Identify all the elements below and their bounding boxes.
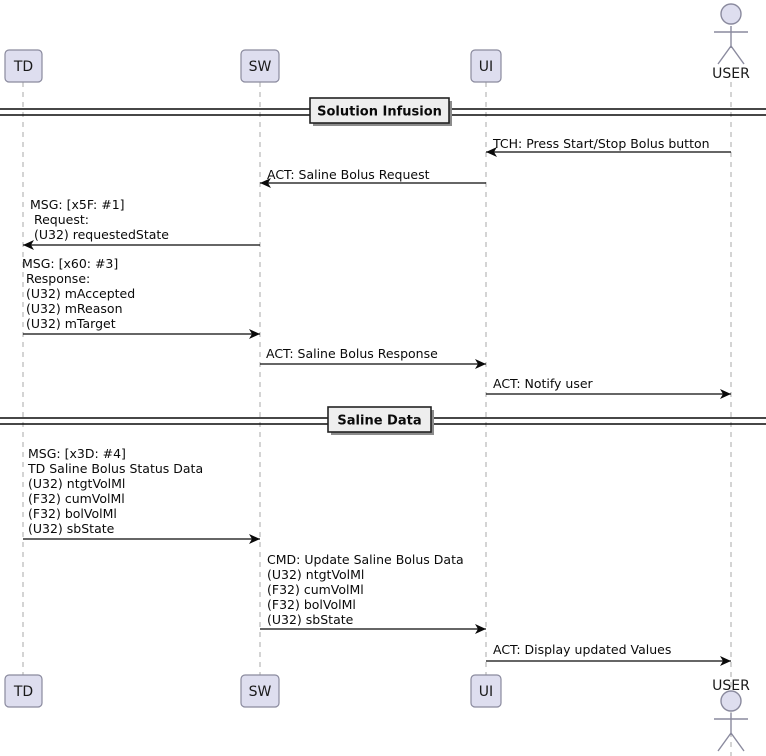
participant-label: UI	[479, 684, 493, 700]
participant-top-td[interactable]: TD	[4, 49, 43, 83]
message-label: ACT: Saline Bolus Response	[266, 346, 438, 361]
message-label-line: (U32) ntgtVolMl	[267, 567, 364, 582]
participant-box[interactable]	[470, 49, 502, 83]
message-arrowhead-icon	[720, 389, 731, 399]
actor-leg-right-icon	[730, 45, 745, 65]
message-label: CMD: Update Saline Bolus Data(U32) ntgtV…	[267, 552, 464, 627]
message-label-line: TCH: Press Start/Stop Bolus button	[492, 136, 710, 151]
message-label-line: CMD: Update Saline Bolus Data	[267, 552, 464, 567]
actor-leg-right-icon	[730, 732, 745, 752]
message-label-line: (U32) sbState	[28, 521, 115, 536]
message-msg-act-notify-user[interactable]: ACT: Notify user	[486, 376, 731, 399]
message-label-line: Request:	[30, 212, 89, 227]
message-msg-tch-press-start-stop[interactable]: TCH: Press Start/Stop Bolus button	[486, 136, 731, 157]
message-msg-act-saline-bolus-response[interactable]: ACT: Saline Bolus Response	[260, 346, 486, 369]
message-label-line: ACT: Saline Bolus Request	[267, 167, 430, 182]
participant-label: SW	[249, 59, 272, 75]
participant-top-user[interactable]: USER	[712, 3, 750, 82]
participant-label: USER	[712, 678, 750, 694]
message-label-line: (F32) bolVolMl	[28, 506, 117, 521]
message-label: ACT: Notify user	[493, 376, 594, 391]
divider-solution-infusion: Solution Infusion	[0, 97, 766, 126]
divider-saline-data: Saline Data	[0, 406, 766, 435]
message-label-line: (U32) mTarget	[22, 316, 116, 331]
message-msg-x5f-request[interactable]: MSG: [x5F: #1] Request: (U32) requestedS…	[23, 197, 260, 250]
message-arrowhead-icon	[486, 147, 497, 157]
message-arrowhead-icon	[475, 624, 486, 634]
divider-box	[309, 97, 450, 124]
message-arrowhead-icon	[475, 359, 486, 369]
message-label-line: (F32) bolVolMl	[267, 597, 356, 612]
participant-label: TD	[13, 684, 33, 700]
actor-head-icon	[720, 3, 742, 25]
participant-label: TD	[13, 59, 33, 75]
message-msg-act-saline-bolus-request[interactable]: ACT: Saline Bolus Request	[260, 167, 486, 188]
message-arrowhead-icon	[720, 656, 731, 666]
message-label-line: ACT: Display updated Values	[493, 642, 671, 657]
participant-box[interactable]	[240, 674, 280, 708]
participant-bottom-ui[interactable]: UI	[470, 674, 502, 708]
divider-box	[327, 406, 432, 433]
participant-bottom-user[interactable]: USER	[712, 678, 750, 752]
message-label-line: MSG: [x3D: #4]	[28, 446, 126, 461]
message-label-line: (U32) mAccepted	[22, 286, 135, 301]
participant-label: SW	[249, 684, 272, 700]
participant-box[interactable]	[4, 49, 43, 83]
message-label: MSG: [x60: #3] Response: (U32) mAccepted…	[22, 256, 135, 331]
message-label-line: (U32) ntgtVolMl	[28, 476, 125, 491]
message-arrowhead-icon	[23, 240, 34, 250]
participant-bottom-sw[interactable]: SW	[240, 674, 280, 708]
message-label-line: (U32) sbState	[267, 612, 354, 627]
divider-label: Solution Infusion	[317, 105, 442, 120]
participant-bottom-td[interactable]: TD	[4, 674, 43, 708]
message-label-line: (U32) requestedState	[30, 227, 169, 242]
message-arrowhead-icon	[260, 178, 271, 188]
message-label-line: (F32) cumVolMl	[267, 582, 364, 597]
message-msg-x60-response[interactable]: MSG: [x60: #3] Response: (U32) mAccepted…	[22, 256, 260, 339]
message-label-line: Response:	[22, 271, 90, 286]
participant-box[interactable]	[470, 674, 502, 708]
message-msg-act-display-updated-values[interactable]: ACT: Display updated Values	[486, 642, 731, 666]
message-label-line: ACT: Saline Bolus Response	[266, 346, 438, 361]
participant-label: USER	[712, 66, 750, 82]
message-label: TCH: Press Start/Stop Bolus button	[492, 136, 710, 151]
participant-top-ui[interactable]: UI	[470, 49, 502, 83]
message-msg-x3d-td-saline-bolus-status-data[interactable]: MSG: [x3D: #4]TD Saline Bolus Status Dat…	[23, 446, 260, 544]
participants-header-layer: TD SW UI USER	[4, 3, 750, 83]
message-arrowhead-icon	[249, 534, 260, 544]
message-label-line: MSG: [x60: #3]	[22, 256, 118, 271]
divider-label: Saline Data	[337, 414, 421, 429]
message-arrowhead-icon	[249, 329, 260, 339]
actor-leg-left-icon	[717, 45, 732, 65]
message-msg-cmd-update-saline-bolus-data[interactable]: CMD: Update Saline Bolus Data(U32) ntgtV…	[260, 552, 486, 634]
message-label: ACT: Display updated Values	[493, 642, 671, 657]
participant-label: UI	[479, 59, 493, 75]
message-label-line: (U32) mReason	[22, 301, 123, 316]
message-label-line: MSG: [x5F: #1]	[30, 197, 125, 212]
participant-box[interactable]	[4, 674, 43, 708]
message-label-line: ACT: Notify user	[493, 376, 594, 391]
actor-leg-left-icon	[717, 732, 732, 752]
message-label: MSG: [x5F: #1] Request: (U32) requestedS…	[30, 197, 169, 242]
lifelines-layer	[22, 82, 732, 756]
message-label-line: TD Saline Bolus Status Data	[27, 461, 203, 476]
participant-box[interactable]	[240, 49, 280, 83]
message-label: MSG: [x3D: #4]TD Saline Bolus Status Dat…	[27, 446, 203, 536]
message-label: ACT: Saline Bolus Request	[267, 167, 430, 182]
participant-top-sw[interactable]: SW	[240, 49, 280, 83]
actor-head-icon	[720, 690, 742, 712]
message-label-line: (F32) cumVolMl	[28, 491, 125, 506]
participants-footer-layer: TD SW UI USER	[4, 674, 750, 752]
